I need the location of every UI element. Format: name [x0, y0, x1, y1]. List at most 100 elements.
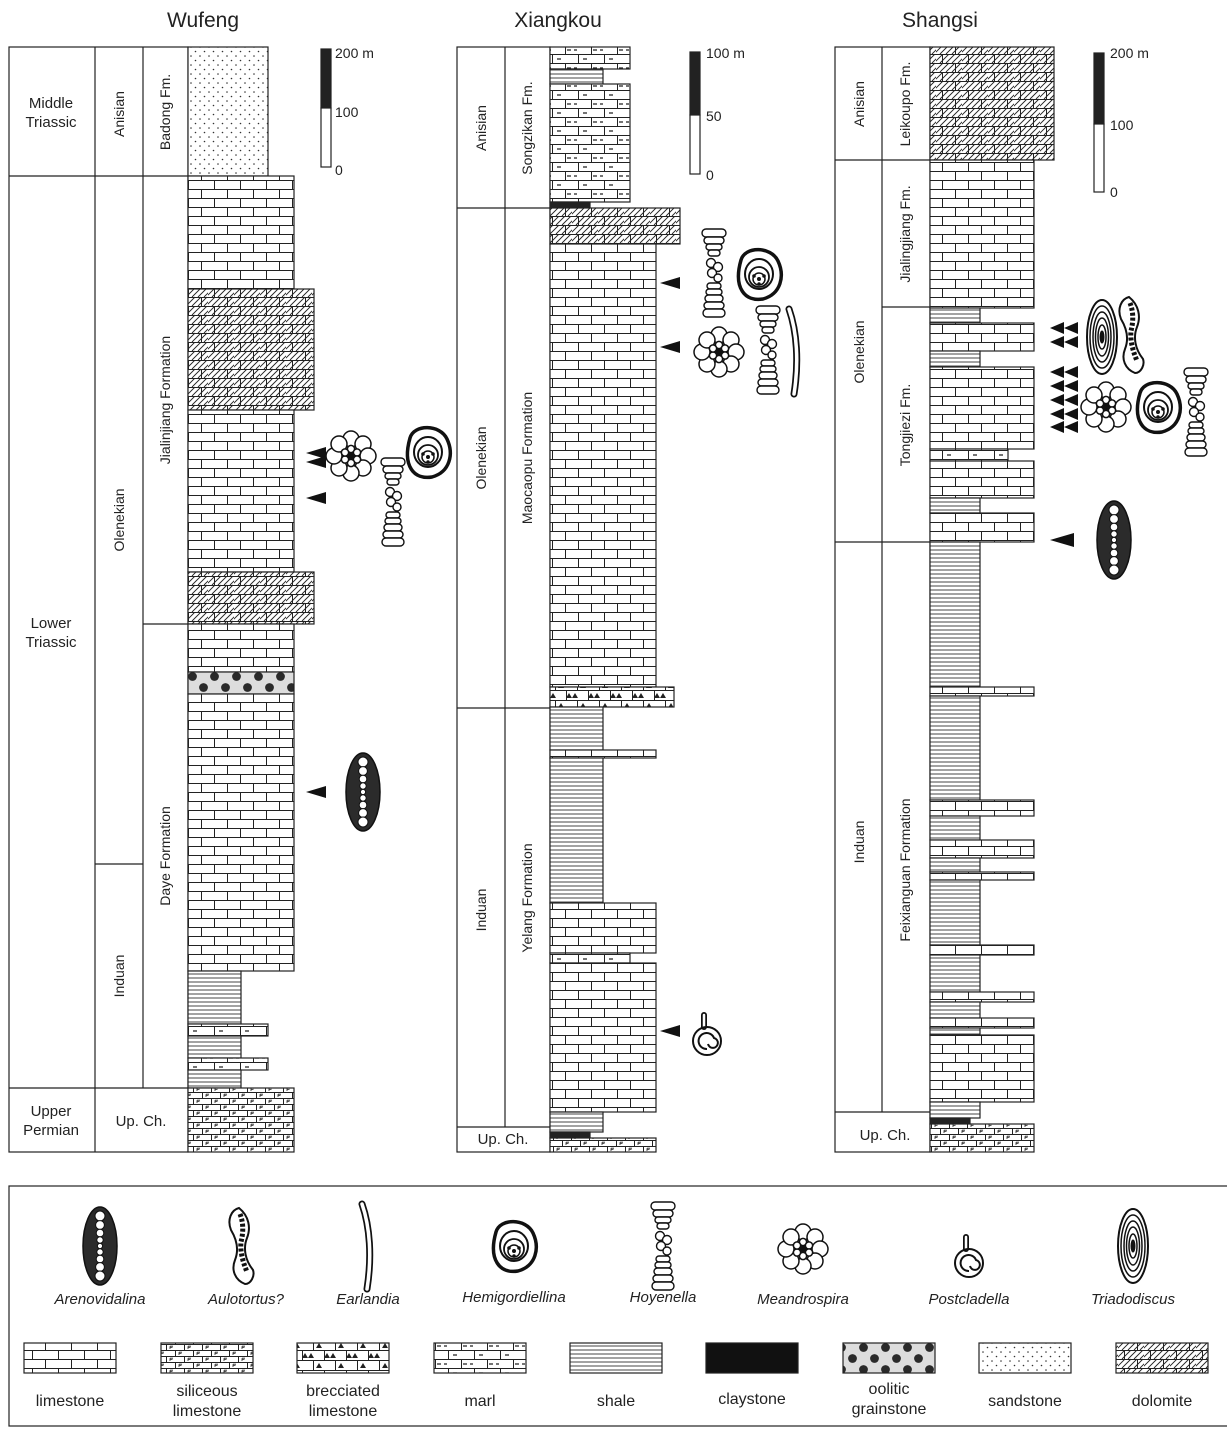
swatch-oolitic-grainstone	[843, 1343, 935, 1373]
xiangkou-stage-olenekian: Olenekian	[473, 426, 489, 489]
occurrence-marker	[1050, 533, 1074, 547]
occurrence-marker	[1050, 322, 1064, 334]
swatch-dolomite	[1116, 1343, 1208, 1373]
hoyenella-icon	[702, 229, 726, 317]
hemigordiellina-icon	[493, 1222, 536, 1272]
shangsi-scale-bar	[1094, 53, 1104, 192]
occurrence-marker	[1050, 421, 1064, 433]
hemigordiellina-icon	[738, 250, 781, 300]
shangsi-column	[930, 47, 1054, 1152]
occurrence-marker	[306, 492, 326, 504]
wufeng-stage-anisian: Anisian	[111, 91, 127, 137]
shangsi-fm-jialingjiang: Jialingjiang Fm.	[897, 185, 913, 282]
legend-fossil-name: Arenovidalina	[54, 1291, 146, 1308]
occurrence-marker	[1050, 336, 1064, 348]
shangsi-fm-tongjiezi: Tongjiezi Fm.	[897, 384, 913, 466]
wufeng-title: Wufeng	[167, 9, 239, 32]
xiangkou-stage-induan: Induan	[473, 889, 489, 932]
occurrence-marker	[1050, 366, 1064, 378]
shangsi-title: Shangsi	[902, 9, 978, 32]
aulotortus-icon	[229, 1208, 253, 1284]
occurrence-marker	[660, 277, 680, 289]
legend-lith-dolomite: dolomite	[1132, 1393, 1193, 1410]
wufeng-scale-bar	[321, 49, 331, 167]
meandrospira-icon	[778, 1224, 828, 1274]
xiangkou-fm-maocaopu: Maocaopu Formation	[519, 392, 535, 524]
shangsi-stage-olenekian: Olenekian	[851, 320, 867, 383]
meandrospira-icon	[694, 327, 744, 377]
xiangkou-upch: Up. Ch.	[478, 1131, 529, 1148]
arenovidalina-icon	[346, 753, 380, 831]
hoyenella-icon	[651, 1202, 675, 1290]
occurrence-marker	[306, 456, 326, 468]
occurrence-marker	[1064, 394, 1078, 406]
wufeng-fm-jialinjiang: Jialinjiang Formation	[157, 336, 173, 464]
legend-fossil-name: Hoyenella	[630, 1289, 697, 1306]
legend-lith-shale: shale	[597, 1393, 635, 1410]
wufeng-fm-daye: Daye Formation	[157, 806, 173, 906]
legend-lith-marl: marl	[464, 1393, 495, 1410]
xiangkou-scale-top: 100 m	[706, 45, 745, 61]
hoyenella-icon	[381, 458, 405, 546]
occurrence-marker	[1064, 322, 1078, 334]
occurrence-marker	[1064, 421, 1078, 433]
occurrence-marker	[1064, 408, 1078, 420]
swatch-sandstone	[979, 1343, 1071, 1373]
wufeng-scale-mid: 100	[335, 104, 359, 120]
wufeng-column	[188, 47, 314, 1152]
shangsi-section	[835, 47, 930, 1152]
xiangkou-markers	[660, 277, 680, 1037]
legend-lith-claystone: claystone	[718, 1391, 786, 1408]
meandrospira-icon	[326, 431, 376, 481]
hemigordiellina-icon	[407, 428, 450, 478]
wufeng-stage-induan: Induan	[111, 955, 127, 998]
wufeng-fm-badong: Badong Fm.	[157, 74, 173, 150]
swatch-limestone	[24, 1343, 116, 1373]
legend-fossil-name: Earlandia	[336, 1291, 399, 1308]
wufeng-scale-top: 200 m	[335, 45, 374, 61]
legend-swatches	[24, 1343, 1208, 1373]
occurrence-marker	[1050, 394, 1064, 406]
legend-fossil-name: Triadodiscus	[1091, 1291, 1175, 1308]
triadodiscus-icon	[1118, 1209, 1148, 1283]
swatch-shale	[570, 1343, 662, 1373]
occurrence-marker	[660, 1025, 680, 1037]
shangsi-fm-feixianguan: Feixianguan Formation	[897, 798, 913, 941]
xiangkou-column	[550, 47, 680, 1152]
xiangkou-section	[457, 47, 550, 1152]
postcladella-icon	[955, 1237, 983, 1277]
postcladella-icon	[693, 1015, 721, 1055]
shangsi-fm-leikoupo: Leikoupo Fm.	[897, 62, 913, 147]
arenovidalina-icon	[1097, 501, 1131, 579]
hoyenella-icon	[756, 306, 780, 394]
wufeng-upch: Up. Ch.	[116, 1113, 167, 1130]
xiangkou-title: Xiangkou	[514, 9, 602, 32]
shangsi-stage-induan: Induan	[851, 821, 867, 864]
hoyenella-icon	[1184, 368, 1208, 456]
occurrence-marker	[1064, 366, 1078, 378]
xiangkou-fm-yelang: Yelang Formation	[519, 843, 535, 952]
occurrence-marker	[306, 786, 326, 798]
hemigordiellina-icon	[1137, 383, 1180, 433]
arenovidalina-icon	[83, 1207, 117, 1285]
aulotortus-icon	[1119, 297, 1143, 373]
xiangkou-scale-mid: 50	[706, 108, 722, 124]
shangsi-scale-top: 200 m	[1110, 45, 1149, 61]
earlandia-icon	[362, 1204, 370, 1289]
legend-fossil-name: Postcladella	[929, 1291, 1010, 1308]
wufeng-section	[9, 47, 188, 1152]
swatch-siliceous-limestone	[161, 1343, 253, 1373]
legend-fossil-name: Meandrospira	[757, 1291, 849, 1308]
shangsi-scale-mid: 100	[1110, 117, 1134, 133]
swatch-claystone	[706, 1343, 798, 1373]
wufeng-stage-olenekian: Olenekian	[111, 488, 127, 551]
swatch-marl	[434, 1343, 526, 1373]
earlandia-icon	[789, 309, 797, 394]
xiangkou-fm-songzikan: Songzikan Fm.	[519, 81, 535, 174]
